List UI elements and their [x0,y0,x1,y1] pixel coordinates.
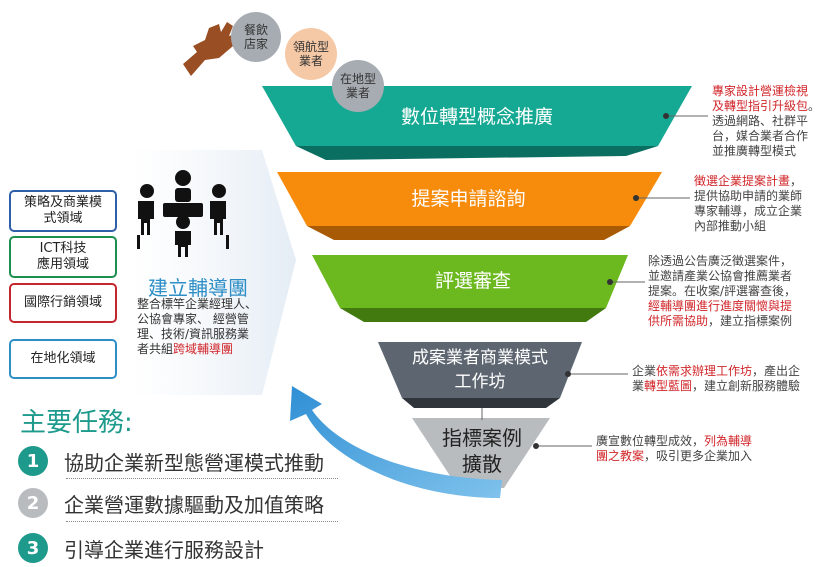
stage-5-note-highlight: 列為輔導 團之教案 [596,434,753,463]
local-business-circle: 在地型 業者 [332,60,384,112]
stage-1-note-highlight: 專家設計營運檢視 及轉型指引升級包 [712,84,809,113]
local-business-circle-label: 在地型 業者 [339,72,376,100]
funnel-stage-1-label: 數位轉型概念推廣 [400,106,553,128]
stage-1-note: 專家設計營運檢視 及轉型指引升級包。 透過網路、社群平 台，媒合業者合作 並推廣… [712,84,822,159]
team-description-text: 整合標竿企業經理人、 公協會專家、 經營管 理、技術/資訊服務業 者共組 [137,297,258,356]
leading-business-circle: 領航型 業者 [285,28,337,80]
stage-5-note-text-a: 廣宣數位轉型成效， [596,434,705,448]
stage-4-note-text-a: 企業 [632,364,657,378]
stage-1-note-text: 。 透過網路、社群平 台，媒合業者合作 並推廣轉型模式 [712,99,821,158]
stage-5-note: 廣宣數位轉型成效，列為輔導 團之教案，吸引更多企業加入 [596,434,776,464]
stage-3-note-text-b: ，建立指標案例 [708,314,793,328]
stage-2-note: 徵選企業提案計畫， 提供協助申請的業師 專家輔導，成立企業 內部推動小組 [694,174,822,234]
hand-icon [183,22,235,76]
restaurant-circle: 餐飲 店家 [231,12,281,62]
connector-dot-4 [565,371,571,377]
stage-3-note-highlight: 經輔導團進行進度關懷與提 供所需協助 [648,299,793,328]
funnel-stage-3-label: 評選審查 [434,270,511,292]
tasks-title: 主要任務: [20,408,133,438]
funnel-stage-4-shape [378,342,582,398]
domain-localization-box: 在地化領域 [9,339,117,379]
funnel-stage-3-fold [340,308,606,322]
domain-marketing-box: 國際行銷領域 [9,283,117,323]
stage-4-note-text-b: ，產出企 業 [632,364,801,393]
connector-dot-1 [663,113,669,119]
domain-strategy-box: 策略及商業模 式領域 [9,190,117,232]
connector-dot-5 [533,443,539,449]
stage-3-note-text-a: 除透過公告廣泛徵選案件， 並邀請產業公協會推薦業者 提案。在收案/評選審查後， [648,254,797,298]
funnel-stage-3-shape [312,255,628,308]
task-divider-1 [66,478,338,479]
funnel-stage-2-fold [307,226,630,240]
task-number-2: 2 [18,488,48,518]
team-description-highlight: 跨域輔導團 [173,342,234,356]
task-label-3: 引導企業進行服務設計 [64,537,264,562]
funnel-stage-2-label: 提案申請諮詢 [411,188,526,210]
stage-4-note: 企業依需求辦理工作坊，產出企 業轉型藍圖，建立創新服務體驗 [632,364,818,394]
connector-dot-3 [607,279,613,285]
return-arrow [290,386,502,498]
stage-2-note-text: ， 提供協助申請的業師 專家輔導，成立企業 內部推動小組 [694,174,803,233]
task-item-3: 3 引導企業進行服務設計 [18,531,264,565]
funnel-stage-5-shape [412,418,550,488]
stage-4-note-highlight-1: 依需求辦理工作坊 [656,364,753,378]
funnel-stage-4-fold [402,398,560,408]
meeting-people-icon [137,170,229,257]
stage-2-note-highlight: 徵選企業提案計畫 [694,174,791,188]
leading-business-circle-label: 領航型 業者 [292,40,329,68]
team-description: 整合標竿企業經理人、 公協會專家、 經營管 理、技術/資訊服務業 者共組跨域輔導… [137,297,287,357]
task-item-1: 1 協助企業新型態營運模式推動 [18,444,324,478]
stage-5-note-text-b: ，吸引更多企業加入 [644,449,753,463]
stage-3-note: 除透過公告廣泛徵選案件， 並邀請產業公協會推薦業者 提案。在收案/評選審查後， … [648,254,820,329]
connector-dot-2 [633,195,639,201]
domain-ict-box: ICT科技 應用領域 [9,236,117,278]
funnel-stage-4-label: 成案業者商業模式 工作坊 [412,348,548,392]
task-number-3: 3 [18,533,48,563]
funnel-stage-2-shape [277,172,662,226]
restaurant-circle-label: 餐飲 店家 [243,23,268,51]
funnel-stage-5-label: 指標案例 擴散 [442,426,522,476]
task-label-2: 企業營運數據驅動及加值策略 [64,492,324,517]
task-number-1: 1 [18,446,48,476]
stage-4-note-highlight-2: 轉型藍圖 [644,379,693,393]
task-item-2: 2 企業營運數據驅動及加值策略 [18,486,324,520]
task-divider-2 [66,521,338,522]
team-title: 建立輔導團 [148,276,248,300]
funnel-stage-1-fold [296,146,658,160]
task-label-1: 協助企業新型態營運模式推動 [64,450,324,475]
stage-4-note-text-c: ，建立創新服務體驗 [692,379,801,393]
